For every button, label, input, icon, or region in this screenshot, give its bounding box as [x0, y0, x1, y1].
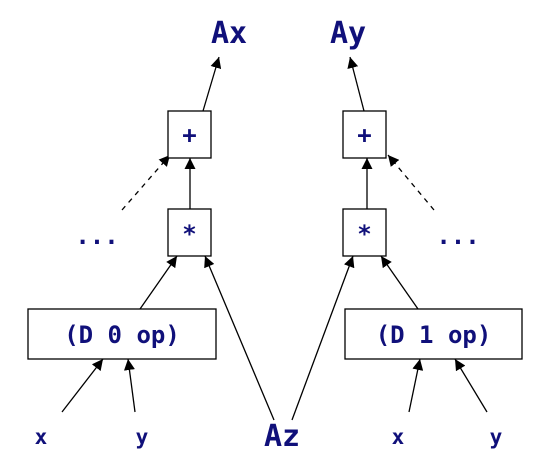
d1-op-box	[344, 308, 523, 360]
y-left-label: y	[136, 425, 149, 449]
ellipsis-right-label: ...	[436, 222, 479, 250]
edge-az-to-mul-left	[204, 255, 275, 421]
x-right-label: x	[392, 425, 405, 449]
edge-x-left-to-d0	[61, 358, 104, 413]
plus-left-box	[167, 110, 212, 159]
edge-d0-to-mul-left	[139, 255, 178, 310]
edge-d1-to-mul-right	[380, 255, 419, 310]
plus-left-label: +	[182, 121, 196, 149]
mul-left-label: *	[182, 220, 196, 248]
plus-right-box	[342, 110, 387, 159]
boxes	[27, 110, 523, 360]
edge-plus-left-to-ax	[202, 56, 222, 112]
ellipsis-left-label: ...	[75, 222, 118, 250]
mul-right-label: *	[357, 220, 371, 248]
edge-y-left-to-d0	[123, 358, 136, 413]
d0-op-box	[27, 308, 217, 360]
mul-right-box	[342, 208, 387, 257]
edge-az-to-mul-right	[291, 255, 355, 421]
mul-left-box	[167, 208, 212, 257]
edge-x-right-to-d1	[408, 358, 424, 413]
plus-right-label: +	[357, 121, 371, 149]
d0-op-label: (D 0 op)	[64, 321, 180, 349]
d1-op-label: (D 1 op)	[376, 321, 492, 349]
edge-plus-right-to-ay	[347, 56, 365, 112]
edge-dots-left-to-plus-left	[121, 154, 171, 211]
x-left-label: x	[35, 425, 48, 449]
edge-y-right-to-d1	[454, 358, 488, 413]
ax-label: Ax	[211, 16, 247, 51]
ay-label: Ay	[330, 16, 366, 51]
edges	[61, 56, 488, 421]
y-right-label: y	[490, 425, 503, 449]
az-label: Az	[264, 419, 300, 454]
edge-dots-right-to-plus-right	[387, 154, 435, 211]
labels: Ax Ay + + * * ... ... (D 0 op) (D 1 op) …	[35, 16, 503, 454]
